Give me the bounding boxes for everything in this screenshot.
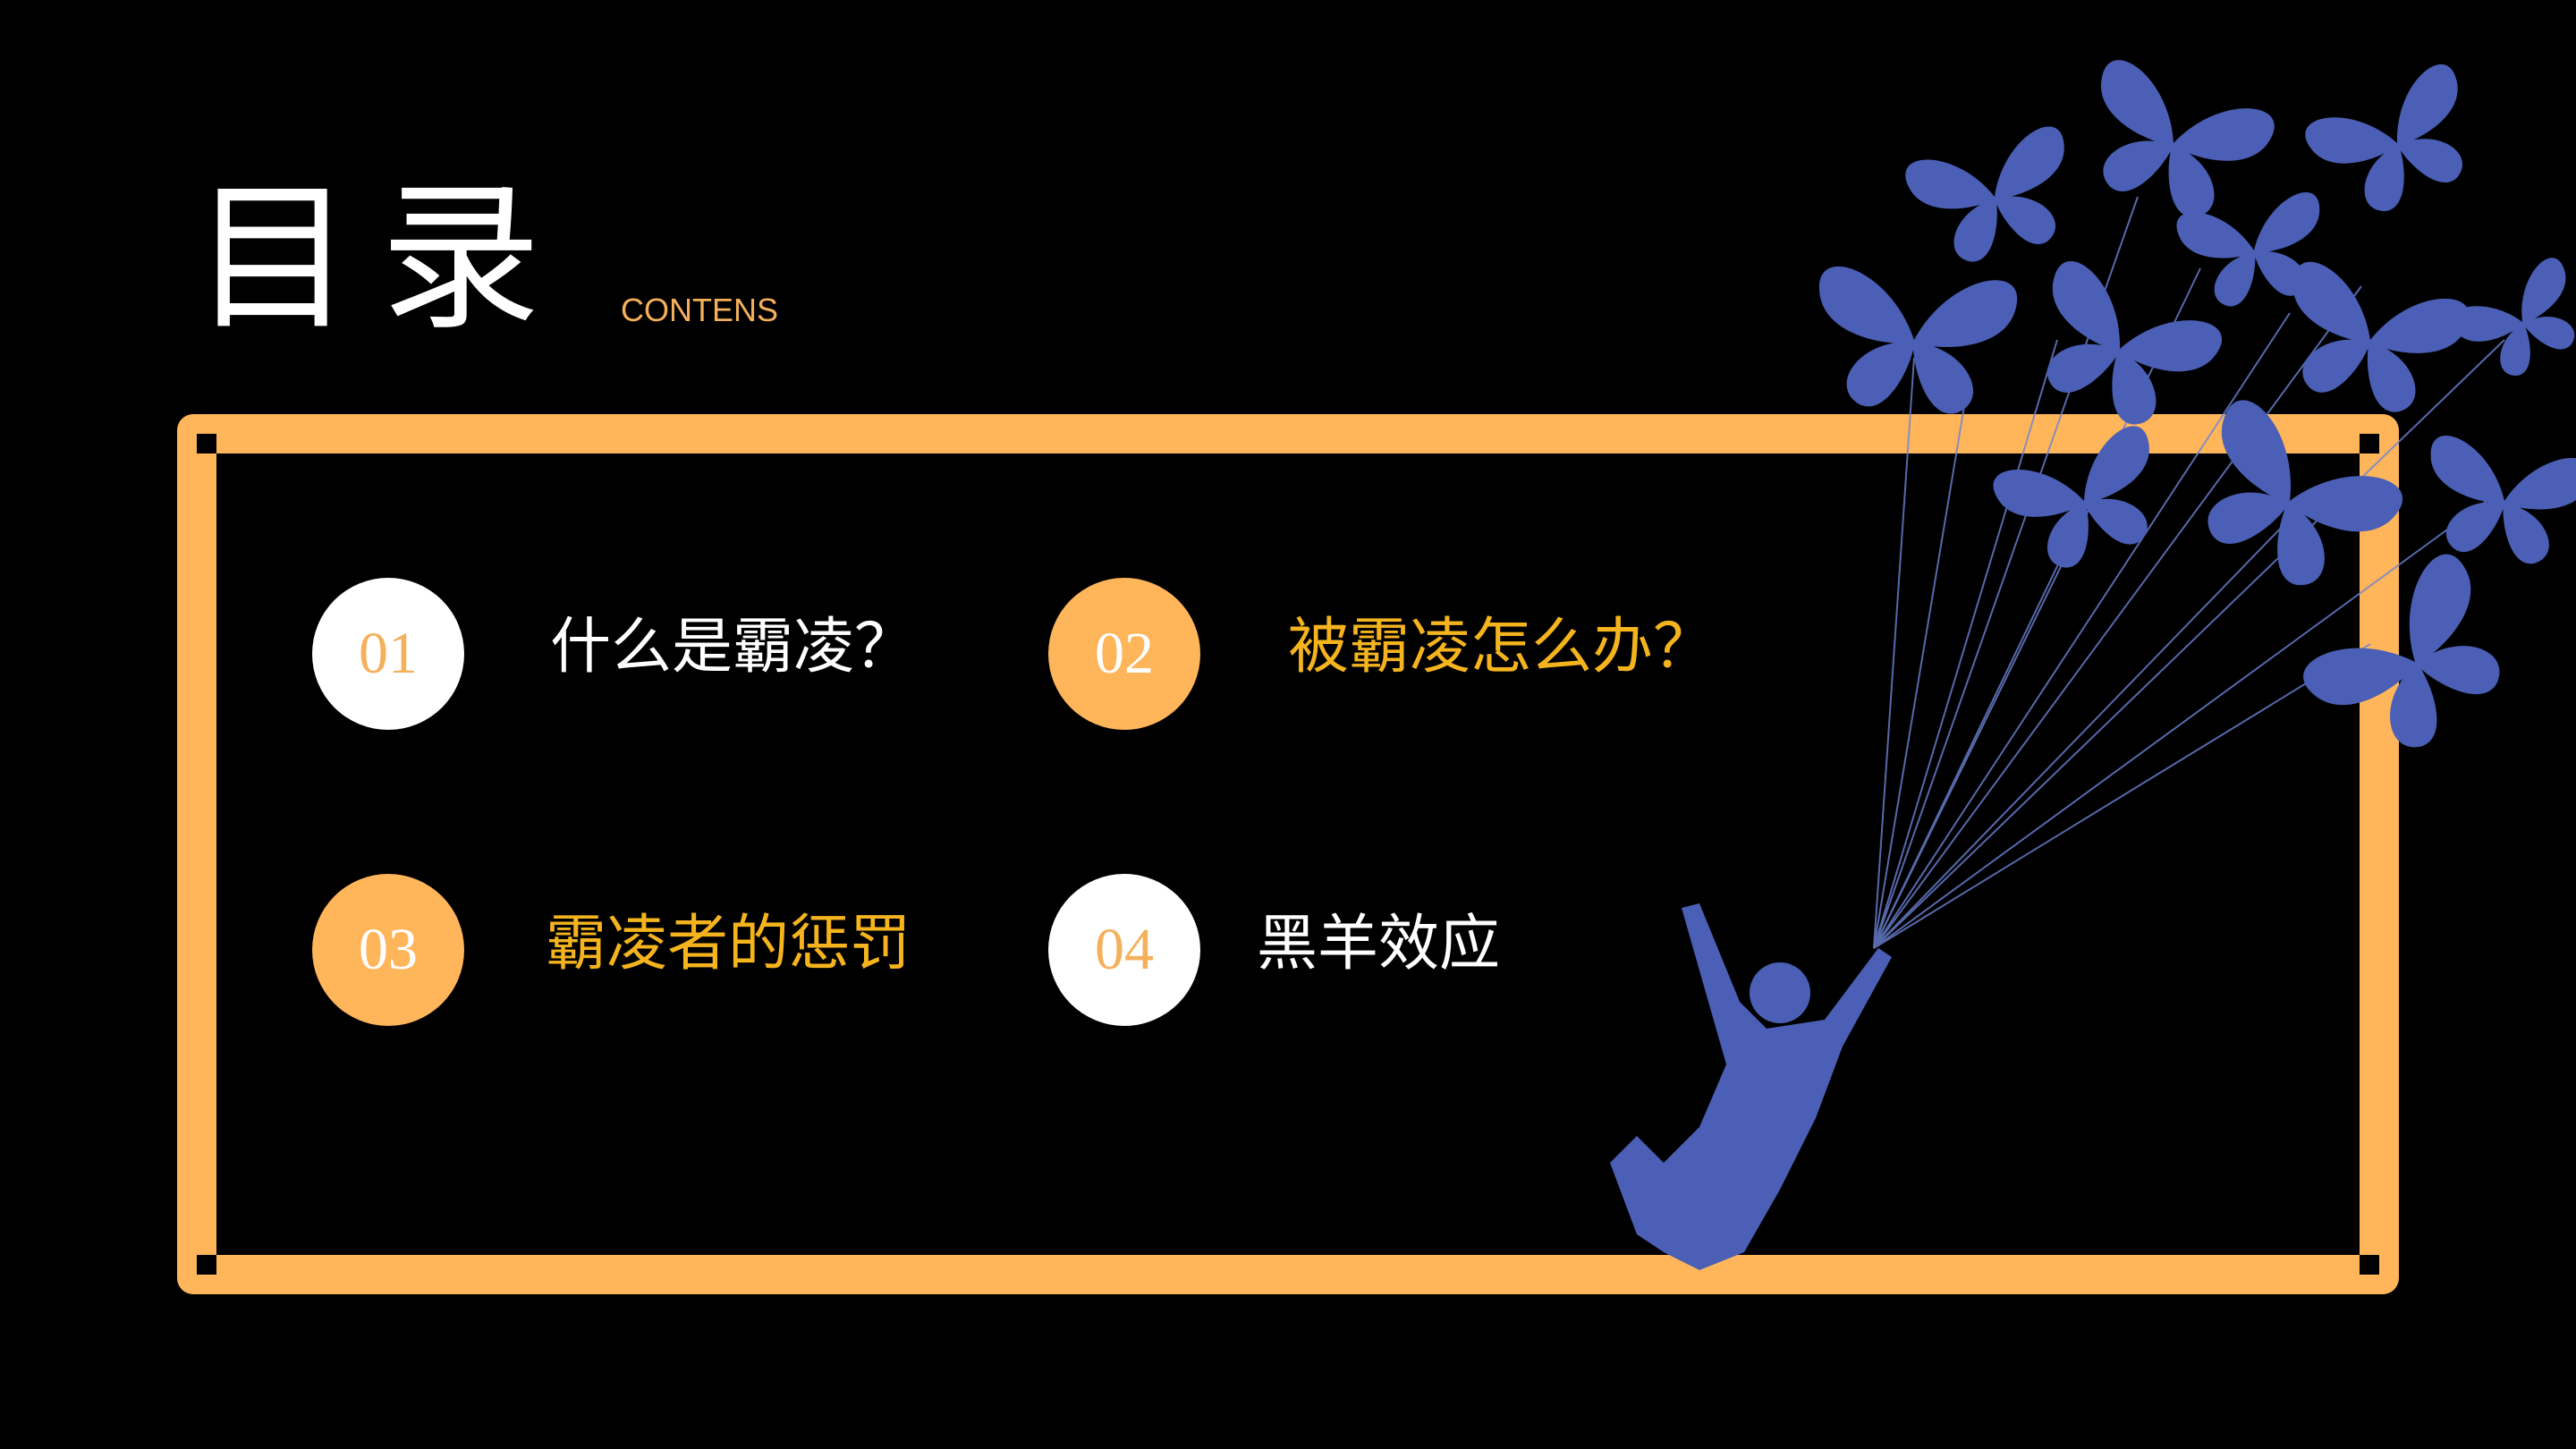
frame-corner-marker [197,434,216,453]
frame-corner-marker [2360,1255,2379,1275]
item-label-01[interactable]: 什么是霸凌？ [550,612,916,682]
butterfly-icon [1809,55,2576,780]
strings [1873,196,2505,949]
page-subtitle: CONTENS [621,292,779,328]
item-number-badge-02: 02 [1048,578,1200,730]
item-number-badge-04: 04 [1048,874,1200,1026]
item-number-badge-03: 03 [312,874,464,1026]
frame-corner-marker [197,1255,216,1275]
frame-corner-marker [2360,434,2379,453]
item-label-04[interactable]: 黑羊效应 [1257,909,1501,979]
item-label-02[interactable]: 被霸凌怎么办？ [1288,612,1715,682]
item-number-badge-01: 01 [312,578,464,730]
contents-frame [177,414,2399,1294]
item-label-03[interactable]: 霸凌者的惩罚 [546,909,911,979]
page-title: 目录 [192,165,569,352]
boy-silhouette [1610,903,1892,1270]
